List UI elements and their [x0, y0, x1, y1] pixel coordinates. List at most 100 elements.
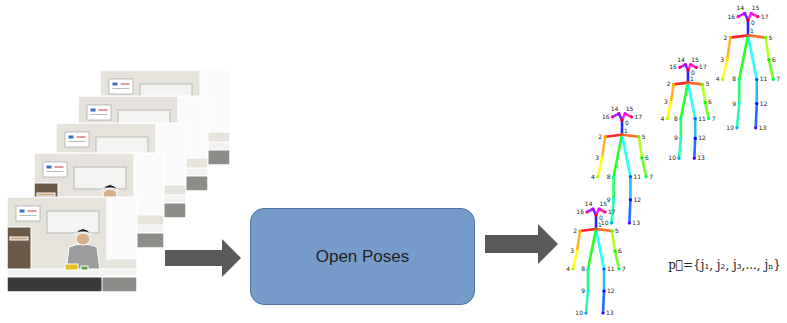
skeleton-joint: [701, 83, 704, 86]
joint-number: 7: [622, 266, 626, 272]
joint-number: 6: [708, 99, 712, 105]
skeleton-bone: [679, 119, 682, 139]
skeleton-joint: [679, 137, 682, 140]
joint-number: 14: [585, 201, 593, 207]
skeleton-joint: [679, 117, 682, 120]
skeleton-bone: [694, 119, 697, 139]
skeleton-joint: [721, 78, 724, 81]
joint-number: 4: [716, 76, 720, 82]
skeleton-bone: [739, 35, 748, 79]
skeleton-joint: [767, 58, 770, 61]
skeleton-bone: [688, 83, 702, 85]
skeleton-bone: [612, 177, 615, 200]
skeleton-joint: [746, 18, 749, 21]
skeleton-joint: [735, 126, 738, 129]
skeleton-joint: [754, 126, 757, 129]
skeleton-joint: [578, 229, 581, 232]
skeleton-bone: [639, 137, 642, 158]
joint-number: 12: [633, 197, 641, 203]
skeleton-bone: [687, 70, 690, 83]
skeleton-bone: [756, 104, 757, 128]
joint-number: 11: [633, 174, 641, 180]
skeleton-bone: [605, 135, 622, 137]
joint-number: 4: [566, 266, 570, 272]
joint-number: 7: [649, 174, 653, 180]
joint-number: 10: [575, 310, 583, 316]
skeleton-bone: [621, 120, 624, 135]
skeleton-bone: [588, 229, 596, 269]
skeleton-joint: [672, 83, 675, 86]
pose-skeleton: [571, 207, 620, 314]
joint-number: 15: [600, 201, 608, 207]
skeleton-joint: [612, 175, 615, 178]
pose-vector-formula: p⃗={j₁, j₂, j₃,..., jₙ}: [668, 258, 781, 274]
joint-number: 9: [581, 288, 585, 294]
skeleton-joint: [746, 34, 749, 37]
skeleton-bone: [596, 229, 604, 269]
joint-number: 7: [712, 116, 716, 122]
joint-number: 1: [624, 128, 628, 134]
skeleton-joint: [620, 118, 623, 121]
joint-number: 12: [760, 101, 768, 107]
skeleton-joint: [695, 66, 698, 69]
skeleton-bone: [629, 177, 632, 200]
joint-number: 0: [625, 120, 629, 126]
skeleton-joint: [666, 117, 669, 120]
skeleton-joint: [755, 102, 758, 105]
skeleton-joint: [738, 78, 741, 81]
skeleton-joint: [686, 68, 689, 71]
skeleton-bone: [748, 35, 766, 37]
skeleton-joint: [694, 117, 697, 120]
skeleton-joint: [612, 198, 615, 201]
joint-number: 9: [732, 101, 736, 107]
skeleton-joint: [693, 157, 696, 160]
joint-number: 17: [699, 64, 707, 70]
skeleton-joint: [584, 311, 587, 314]
joint-number: 1: [690, 76, 694, 82]
skeleton-joint: [743, 12, 746, 15]
skeleton-bone: [730, 35, 748, 37]
skeleton-bone: [586, 291, 588, 313]
skeleton-joint: [640, 156, 643, 159]
skeleton-joint: [707, 117, 710, 120]
skeleton-joint: [610, 229, 613, 232]
joint-number: 16: [576, 209, 584, 215]
joint-number: 3: [595, 155, 599, 161]
joint-number: 5: [769, 35, 773, 41]
skeleton-joint: [617, 267, 620, 270]
skeleton-bone: [693, 138, 697, 158]
skeleton-joint: [594, 227, 597, 230]
skeleton-joint: [630, 115, 633, 118]
joint-number: 1: [750, 28, 754, 34]
skeleton-joint: [604, 135, 607, 138]
skeleton-bone: [738, 79, 741, 103]
joint-number: 5: [615, 228, 619, 234]
joint-number: 16: [727, 14, 735, 20]
skeleton-joint: [613, 249, 616, 252]
joint-number: 13: [697, 155, 705, 161]
joint-number: 8: [607, 174, 611, 180]
joint-number: 8: [674, 116, 678, 122]
joint-number: 17: [608, 209, 616, 215]
joint-number: 9: [674, 135, 678, 141]
skeleton-joint: [617, 112, 620, 115]
skeleton-joint: [575, 249, 578, 252]
joint-number: 5: [642, 134, 646, 140]
pose-skeleton: [721, 12, 775, 130]
joint-number: 12: [607, 288, 615, 294]
skeleton-bone: [603, 291, 604, 313]
skeleton-bone: [681, 83, 688, 119]
skeleton-bone: [679, 138, 681, 158]
skeleton-joint: [726, 58, 729, 61]
joint-number: 14: [737, 5, 745, 11]
joint-number: 10: [668, 155, 676, 161]
skeleton-bone: [580, 229, 596, 231]
skeleton-joint: [610, 221, 613, 224]
skeleton-bone: [727, 38, 730, 60]
skeleton-joint: [750, 12, 753, 15]
skeleton-bone: [766, 38, 769, 60]
skeleton-joint: [669, 101, 672, 104]
skeleton-bone: [737, 104, 739, 128]
joint-number: 13: [759, 125, 767, 131]
joint-number: 2: [573, 228, 577, 234]
